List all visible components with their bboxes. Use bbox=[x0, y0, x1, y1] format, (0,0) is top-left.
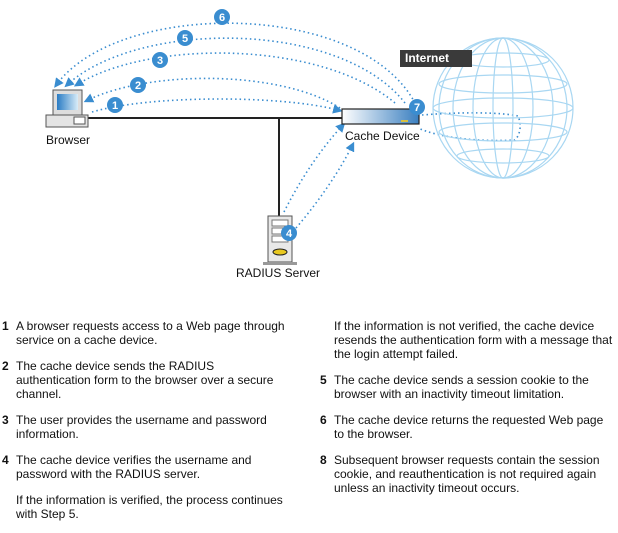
cache-device-label: Cache Device bbox=[345, 129, 420, 143]
step-badge-1: 1 bbox=[107, 97, 123, 113]
svg-text:6: 6 bbox=[219, 12, 225, 24]
step-badge-2: 2 bbox=[130, 77, 146, 93]
step-number: 3 bbox=[2, 413, 9, 427]
step-number: 1 bbox=[2, 319, 9, 333]
step-item: 1 A browser requests access to a Web page… bbox=[2, 319, 287, 347]
svg-text:4: 4 bbox=[286, 228, 293, 240]
step-item: 5 The cache device sends a session cookie… bbox=[320, 373, 615, 401]
browser-computer-icon bbox=[45, 89, 89, 128]
internet-label: Internet bbox=[400, 50, 472, 67]
step-text: The cache device sends a session cookie … bbox=[334, 373, 589, 401]
radius-server-label: RADIUS Server bbox=[236, 266, 321, 280]
svg-text:1: 1 bbox=[112, 100, 118, 112]
step-number: 8 bbox=[320, 453, 327, 467]
internet-globe bbox=[432, 37, 574, 179]
cache-device-icon bbox=[341, 108, 420, 125]
step-item: 8 Subsequent browser requests contain the… bbox=[320, 453, 615, 495]
step-badge-3: 3 bbox=[152, 52, 168, 68]
step-item: 2 The cache device sends the RADIUS authe… bbox=[2, 359, 287, 401]
flow-4-down bbox=[295, 141, 355, 229]
step-number: 4 bbox=[2, 453, 9, 467]
note-verified: If the information is verified, the proc… bbox=[16, 493, 283, 521]
radius-server-icon bbox=[263, 215, 297, 265]
flow-5 bbox=[64, 37, 406, 104]
note-not-verified: If the information is not verified, the … bbox=[334, 319, 613, 361]
steps-right-column: If the information is not verified, the … bbox=[320, 319, 615, 507]
step-text: The cache device verifies the username a… bbox=[16, 453, 252, 481]
step-text: Subsequent browser requests contain the … bbox=[334, 453, 600, 495]
flow-1 bbox=[91, 98, 343, 114]
step-text: The cache device sends the RADIUS authen… bbox=[16, 359, 274, 401]
network-diagram: 1 2 3 4 5 6 7 bbox=[45, 9, 574, 265]
step-item: 3 The user provides the username and pass… bbox=[2, 413, 287, 441]
step-number: 6 bbox=[320, 413, 327, 427]
steps-left-column: 1 A browser requests access to a Web page… bbox=[2, 319, 287, 533]
step-number: 2 bbox=[2, 359, 9, 373]
svg-text:2: 2 bbox=[135, 80, 141, 92]
svg-text:3: 3 bbox=[157, 55, 163, 67]
svg-text:7: 7 bbox=[414, 102, 420, 114]
step-item: 6 The cache device returns the requested … bbox=[320, 413, 615, 441]
step-item: 4 The cache device verifies the username … bbox=[2, 453, 287, 481]
svg-text:5: 5 bbox=[182, 33, 188, 45]
flow-2 bbox=[83, 77, 341, 109]
flow-3 bbox=[73, 52, 396, 104]
step-text: The user provides the username and passw… bbox=[16, 413, 267, 441]
step-badge-7: 7 bbox=[409, 99, 425, 115]
browser-label: Browser bbox=[46, 133, 91, 147]
step-badge-4: 4 bbox=[281, 225, 297, 241]
step-text: A browser requests access to a Web page … bbox=[16, 319, 285, 347]
step-text: The cache device returns the requested W… bbox=[334, 413, 604, 441]
step-badge-6: 6 bbox=[214, 9, 230, 25]
step-badge-5: 5 bbox=[177, 30, 193, 46]
flow-4-up bbox=[283, 122, 346, 213]
step-number: 5 bbox=[320, 373, 327, 387]
